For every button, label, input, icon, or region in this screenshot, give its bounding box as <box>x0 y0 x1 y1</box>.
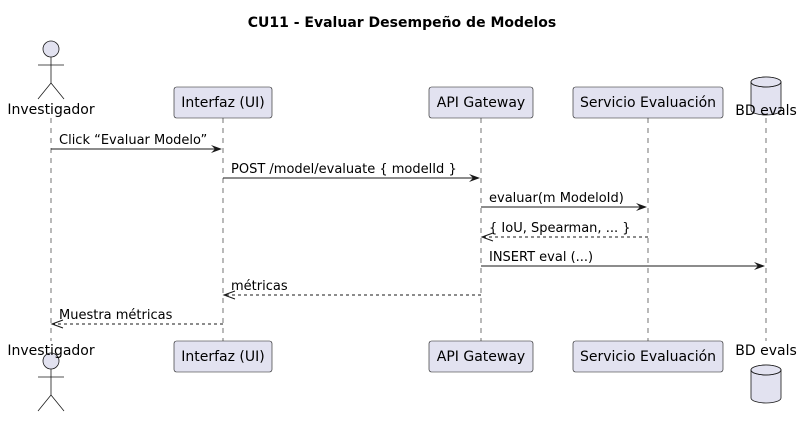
database-icon <box>750 364 782 404</box>
message-3: evaluar(m ModeloId) <box>481 191 647 211</box>
message-1: Click “Evaluar Modelo” <box>51 133 222 153</box>
diagram-title: CU11 - Evaluar Desempeño de Modelos <box>248 15 557 31</box>
participant-box <box>572 340 724 373</box>
message-label: Click “Evaluar Modelo” <box>59 133 207 148</box>
arrowhead-icon <box>480 232 494 242</box>
arrowhead-icon <box>754 262 765 270</box>
message-label: { IoU, Spearman, ... } <box>489 221 631 236</box>
participant-label: API Gateway <box>437 349 525 365</box>
participant-svc-bottom: Servicio Evaluación <box>572 340 724 373</box>
messages: Click “Evaluar Modelo” POST /model/evalua… <box>50 133 765 329</box>
message-4: { IoU, Spearman, ... } <box>480 221 648 242</box>
participant-label: Investigador <box>7 102 94 118</box>
participant-api-bottom: API Gateway <box>428 340 534 373</box>
participant-label: Investigador <box>7 343 94 359</box>
participants-top: Investigador Interfaz (UI) API Gateway Serv… <box>7 40 797 119</box>
database-db-bottom: BD evals <box>735 343 797 404</box>
participant-label: Interfaz (UI) <box>181 95 264 111</box>
participant-box <box>173 340 273 373</box>
participant-label: API Gateway <box>437 95 525 111</box>
arrowhead-icon <box>222 290 236 300</box>
arrowhead-icon <box>50 319 64 329</box>
actor-figure-icon <box>37 352 65 412</box>
participants-bottom: Investigador Interfaz (UI) API Gateway Serv… <box>7 340 797 412</box>
message-label: POST /model/evaluate { modelId } <box>231 162 457 177</box>
lifelines <box>50 118 767 341</box>
message-label: Muestra métricas <box>59 308 173 323</box>
actor-inv-top: Investigador <box>7 40 95 118</box>
message-5: INSERT eval (...) <box>481 250 765 270</box>
message-6: métricas <box>222 279 481 300</box>
participant-box <box>428 86 534 119</box>
actor-figure-icon <box>37 40 65 100</box>
participant-label: Servicio Evaluación <box>580 95 716 111</box>
participant-label: BD evals <box>735 103 797 119</box>
participant-label: Interfaz (UI) <box>181 349 264 365</box>
database-icon <box>750 76 782 116</box>
message-label: INSERT eval (...) <box>489 250 593 265</box>
participant-api-top: API Gateway <box>428 86 534 119</box>
message-7: Muestra métricas <box>50 308 223 329</box>
arrowhead-icon <box>636 203 647 211</box>
participant-label: Servicio Evaluación <box>580 349 716 365</box>
participant-ui-top: Interfaz (UI) <box>173 86 273 119</box>
participant-box <box>428 340 534 373</box>
database-db-top: BD evals <box>735 76 797 119</box>
arrowhead-icon <box>211 145 222 153</box>
actor-inv-bottom: Investigador <box>7 343 95 412</box>
participant-box <box>173 86 273 119</box>
participant-ui-bottom: Interfaz (UI) <box>173 340 273 373</box>
message-2: POST /model/evaluate { modelId } <box>223 162 480 182</box>
participant-label: BD evals <box>735 343 797 359</box>
participant-box <box>572 86 724 119</box>
message-label: evaluar(m ModeloId) <box>489 191 624 206</box>
participant-svc-top: Servicio Evaluación <box>572 86 724 119</box>
message-label: métricas <box>231 279 288 294</box>
arrowhead-icon <box>469 174 480 182</box>
